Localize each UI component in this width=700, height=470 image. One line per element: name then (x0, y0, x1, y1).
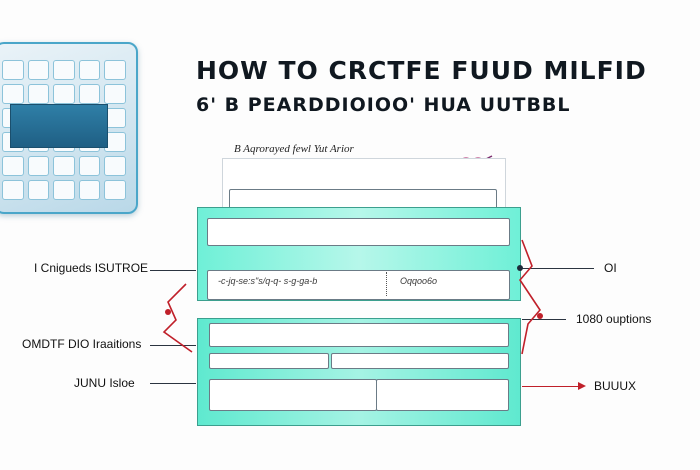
form-field-left-half[interactable] (209, 353, 329, 369)
callout-right-top: OI (604, 261, 617, 275)
dotted-divider (386, 272, 388, 296)
form-top-label: B Aqrorayed fewl Yut Arior (234, 143, 354, 155)
keyboard-illustration (0, 42, 138, 214)
callout-line-right-bottom (522, 386, 578, 387)
form-teal-section-lower (197, 318, 521, 426)
form-field-bottom-left[interactable] (209, 379, 377, 411)
callout-line-left-mid (150, 345, 196, 346)
form-field-dotted[interactable]: -c-jq-se:s"s/q-q- s-g-ga-b Oqqoo6o (207, 270, 510, 300)
form-field-lower[interactable] (209, 323, 509, 347)
callout-right-mid: 1080 ouptions (576, 312, 652, 326)
callout-left-top: I Cnigueds ISUTROE (34, 261, 149, 275)
callout-right-bottom: BUUUX (594, 379, 637, 393)
dotted-row-right: Oqqoo6o (400, 276, 438, 286)
arrow-right-icon (578, 382, 586, 390)
callout-line-right-mid (522, 319, 566, 320)
callout-line-left-bottom (150, 383, 196, 384)
keyboard-screen-panel (10, 104, 108, 148)
callout-line-right-top (522, 268, 594, 269)
form-teal-section-upper: -c-jq-se:s"s/q-q- s-g-ga-b Oqqoo6o (197, 207, 521, 301)
keyboard-keys (2, 60, 126, 200)
page-subtitle: 6' B PEARDDIOIOO' HUA UUTBBL (196, 94, 571, 116)
page-title: HOW TO CRCTFE FUUD MILFID (196, 56, 647, 85)
red-bracket-right-icon (517, 239, 543, 355)
callout-left-bottom: JUNU Isloe (74, 376, 135, 390)
callout-left-mid: OMDTF DIO Iraaitions (22, 337, 142, 351)
dotted-row-left: -c-jq-se:s"s/q-q- s-g-ga-b (218, 276, 318, 286)
form-field-bottom-right[interactable] (376, 379, 509, 411)
form-field-upper[interactable] (207, 218, 510, 246)
callout-line-left-top (150, 270, 196, 271)
form-field-right-half[interactable] (331, 353, 509, 369)
red-bracket-left-icon (162, 283, 193, 353)
